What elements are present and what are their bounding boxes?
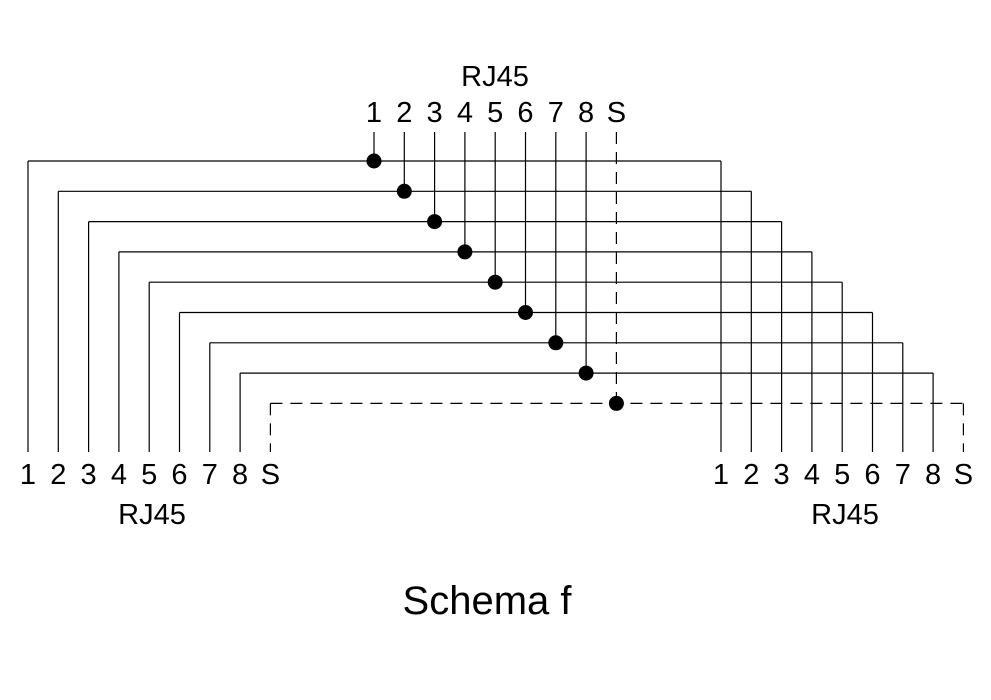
bottom-left-pin-label-8: 8 (232, 459, 248, 491)
bottom-right-pin-label-6: 6 (864, 459, 880, 491)
junction-dot-7 (548, 335, 564, 351)
bottom-right-pin-label-2: 2 (743, 459, 759, 491)
top-pin-label-S: S (607, 97, 626, 129)
junction-dot-5 (487, 274, 503, 290)
top-pin-label-4: 4 (457, 97, 473, 129)
junction-dot-4 (457, 244, 473, 260)
bottom-left-pin-label-1: 1 (20, 459, 36, 491)
top-pin-label-1: 1 (366, 97, 382, 129)
junction-dot-1 (366, 153, 382, 169)
bottom-right-pin-label-5: 5 (834, 459, 850, 491)
wires-group (27, 132, 965, 452)
bottom-left-pin-label-6: 6 (171, 459, 187, 491)
top-pin-label-7: 7 (548, 97, 564, 129)
bottom-left-connector-label: RJ45 (118, 499, 186, 531)
top-pin-label-8: 8 (578, 97, 594, 129)
bottom-right-pin-label-8: 8 (925, 459, 941, 491)
top-pin-label-6: 6 (517, 97, 533, 129)
junction-dot-S (608, 395, 624, 411)
bottom-left-pin-label-5: 5 (141, 459, 157, 491)
bottom-left-pin-label-7: 7 (202, 459, 218, 491)
junction-dot-6 (518, 305, 533, 320)
top-pin-label-2: 2 (396, 97, 412, 129)
bottom-left-pin-label-3: 3 (81, 459, 97, 491)
junction-dot-8 (578, 365, 594, 381)
bottom-right-pin-label-4: 4 (804, 459, 820, 491)
bottom-left-pin-label-4: 4 (111, 459, 127, 491)
junction-dot-3 (427, 214, 443, 230)
bottom-left-pin-label-2: 2 (50, 459, 66, 491)
diagram-caption: Schema f (403, 579, 573, 623)
top-pin-label-3: 3 (427, 97, 443, 129)
bottom-right-pin-label-S: S (954, 459, 973, 491)
bottom-right-pin-label-1: 1 (713, 459, 729, 491)
bottom-right-pin-label-3: 3 (774, 459, 790, 491)
bottom-right-connector-label: RJ45 (811, 499, 879, 531)
bottom-left-pin-label-S: S (261, 459, 280, 491)
bottom-right-pin-label-7: 7 (895, 459, 911, 491)
top-connector-label: RJ45 (461, 61, 529, 93)
junctions-group (366, 153, 624, 411)
junction-dot-2 (396, 183, 412, 199)
top-pin-label-5: 5 (487, 97, 503, 129)
